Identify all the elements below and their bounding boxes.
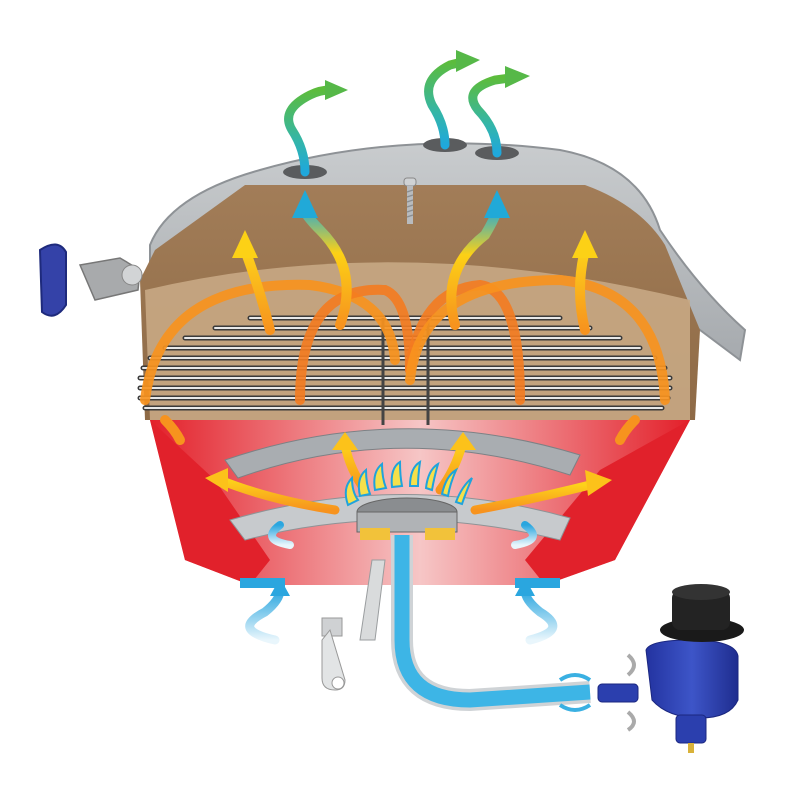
exhaust-flow: [284, 57, 515, 177]
arrow-up-icon: [572, 230, 598, 258]
arrow-up-icon: [450, 432, 476, 450]
exhaust-arrowheads: [325, 50, 530, 100]
burner-heat-arrowheads: [205, 432, 612, 496]
lid-bolt: [403, 177, 417, 224]
convection-arrowheads: [232, 190, 598, 258]
arrow-up-icon: [332, 432, 358, 450]
gas-tube: [391, 535, 591, 712]
convection-flow: [140, 200, 670, 445]
regulator[interactable]: [597, 584, 744, 753]
intake-brackets: [240, 578, 560, 588]
arrow-right-icon: [585, 470, 612, 496]
arrow-up-icon: [232, 230, 258, 258]
arrow-right-icon: [325, 80, 348, 100]
burner-flames: [344, 460, 473, 507]
burner: [344, 460, 473, 540]
lid-handle[interactable]: [38, 243, 143, 317]
arrow-left-icon: [205, 468, 228, 492]
intake-flow: [245, 521, 558, 645]
arrow-up-icon: [484, 190, 510, 218]
leg-bracket: [321, 559, 386, 691]
venturi: [558, 653, 636, 732]
arrow-up-icon: [292, 190, 318, 218]
regulator-knob[interactable]: [660, 584, 744, 642]
arrow-right-icon: [456, 50, 480, 72]
arrow-right-icon: [505, 66, 530, 88]
